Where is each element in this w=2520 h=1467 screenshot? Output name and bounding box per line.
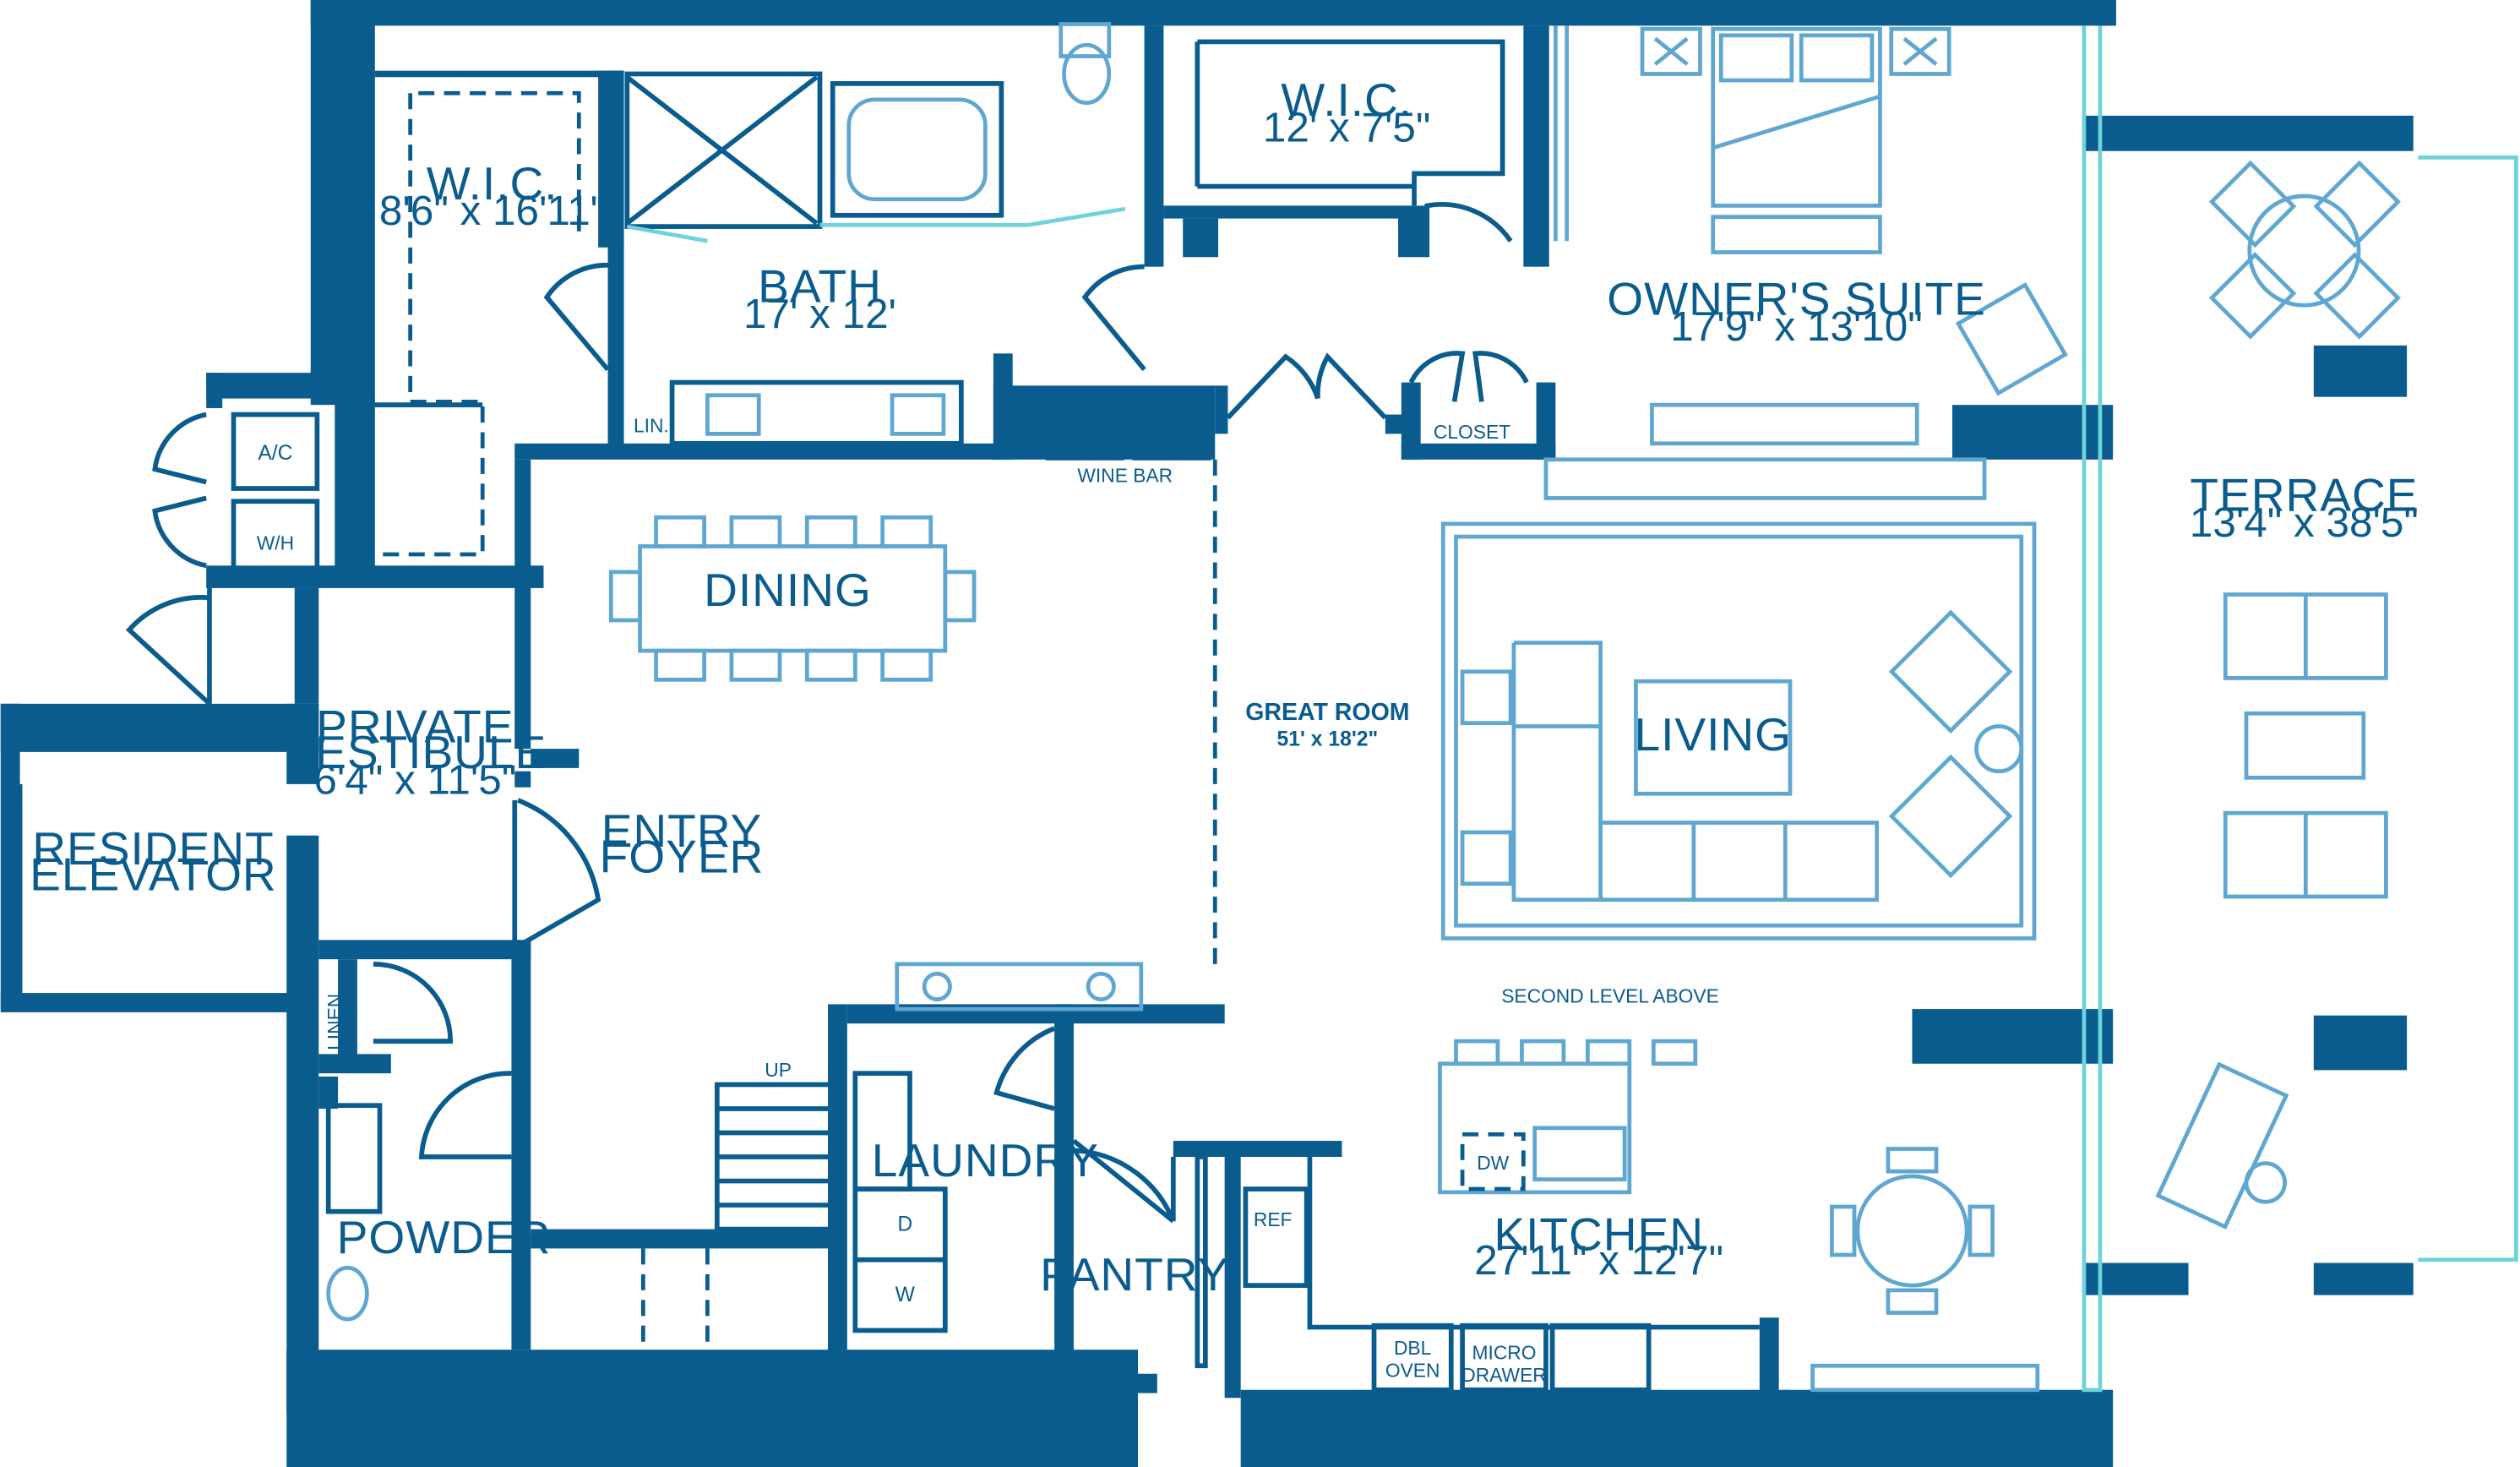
walls xyxy=(0,0,2414,1467)
terrace-dim: 13'4" x 38'5" xyxy=(2190,499,2419,546)
ac-label: A/C xyxy=(258,442,292,465)
foyer-name-2: FOYER xyxy=(600,830,765,882)
kitchen-ref-label: REF xyxy=(1254,1208,1293,1230)
washer-label: W xyxy=(895,1284,916,1306)
room-labels: W.I.C. 8'6" x 16'11" W.I.C. 12' x 7'5" B… xyxy=(30,74,2419,1301)
dining-name: DINING xyxy=(704,564,872,616)
dryer-label: D xyxy=(897,1213,912,1235)
foyer-name-1: ENTRY xyxy=(601,804,763,857)
terrace-name: TERRACE xyxy=(2190,469,2418,521)
laundry-name: LAUNDRY xyxy=(872,1134,1099,1186)
owners-suite-name: OWNER'S SUITE xyxy=(1607,273,1986,325)
uc-ref-label: REF xyxy=(1149,426,1188,448)
pantry-name: PANTRY xyxy=(1040,1248,1229,1301)
wic-right-dim: 12' x 7'5" xyxy=(1263,104,1431,150)
dw-label: DW xyxy=(1477,1152,1509,1174)
closet-label: CLOSET xyxy=(1434,421,1510,443)
wic-left-dim: 8'6" x 16'11" xyxy=(379,188,605,234)
linen-label: LINEN xyxy=(324,994,346,1050)
vestibule-name-2: VESTIBULE xyxy=(283,726,547,778)
great-room-name: GREAT ROOM xyxy=(1245,699,1409,726)
wine-bar-label: WINE BAR xyxy=(1077,464,1173,486)
lin-label: LIN. xyxy=(634,414,669,436)
vestibule-dim: 6'4" x 11'5" xyxy=(313,756,516,803)
wine-label: WINE xyxy=(1061,419,1112,441)
oven-label: OVEN xyxy=(1385,1360,1440,1382)
wh-label: W/H xyxy=(257,532,294,554)
kitchen-dim: 27'11" x 12'7" xyxy=(1474,1237,1723,1284)
great-room-dim: 51' x 18'2" xyxy=(1277,728,1379,750)
living-name: LIVING xyxy=(1634,708,1791,761)
wic-left-name: W.I.C. xyxy=(427,157,558,210)
stairs-up-label: UP xyxy=(765,1059,792,1081)
drawer-label: DRAWER xyxy=(1461,1364,1546,1386)
elevator-name-1: RESIDENT xyxy=(32,822,274,875)
kitchen-name: KITCHEN xyxy=(1494,1208,1704,1260)
bath-dim: 17' x 12' xyxy=(743,291,896,337)
micro-label: MICRO xyxy=(1472,1342,1537,1364)
uc-label: UC xyxy=(1155,403,1183,425)
interior-lines xyxy=(17,22,2518,1393)
dbl-label: DBL xyxy=(1394,1337,1431,1359)
powder-name: POWDER xyxy=(337,1211,552,1263)
second-level-note: SECOND LEVEL ABOVE xyxy=(1501,984,1719,1006)
bath-name: BATH xyxy=(758,259,882,312)
fixture-labels: A/C W/H LIN. LINEN WINE UC REF WINE BAR … xyxy=(257,403,1547,1386)
elevator-name-2: ELEVATOR xyxy=(30,848,277,900)
vestibule-name-1: PRIVATE xyxy=(316,700,514,752)
wic-right-name: W.I.C. xyxy=(1281,74,1412,126)
owners-suite-dim: 17'9" x 13'10" xyxy=(1670,303,1923,350)
